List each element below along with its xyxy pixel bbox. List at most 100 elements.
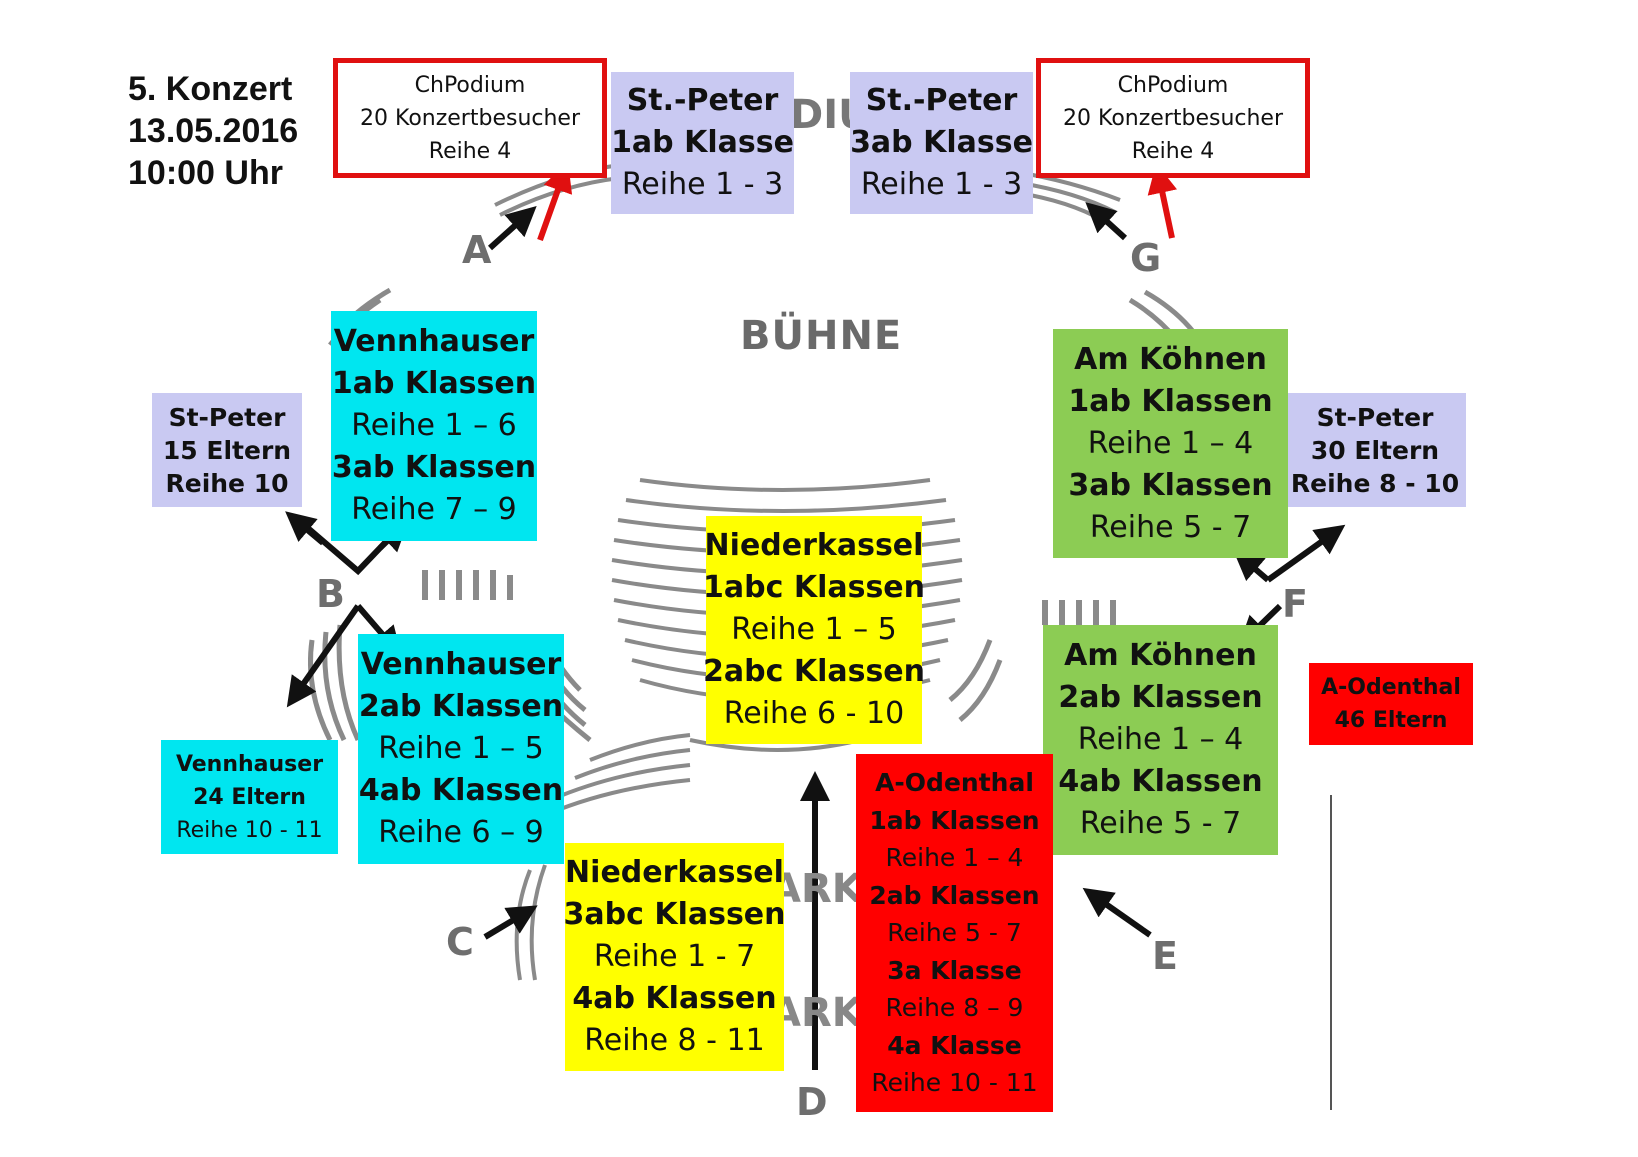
stpeter-3ab-rows: Reihe 1 - 3: [860, 167, 1023, 202]
vennhauser-1ab-class1: 1ab Klassen: [331, 366, 537, 401]
amkoehnen-2ab-class1: 2ab Klassen: [1058, 680, 1263, 715]
aodenthal-klassen-class3: 3a Klasse: [887, 955, 1022, 985]
stpeter-15-eltern-box: St-Peter 15 Eltern Reihe 10: [152, 393, 302, 507]
aodenthal-klassen-rows2: Reihe 5 - 7: [887, 918, 1022, 948]
vennhauser-1ab-box: Vennhauser 1ab Klassen Reihe 1 – 6 3ab K…: [331, 311, 537, 541]
podium-left-line2: 20 Konzertbesucher: [360, 105, 580, 131]
vennhauser-eltern-school: Vennhauser: [175, 751, 324, 777]
amkoehnen-1ab-rows1: Reihe 1 – 4: [1087, 425, 1254, 461]
entrance-label-a: A: [462, 228, 492, 272]
stpeter-30-school: St-Peter: [1316, 402, 1434, 432]
aodenthal-klassen-rows3: Reihe 8 – 9: [885, 993, 1024, 1023]
stpeter-1ab-class: 1ab Klasse: [611, 125, 794, 160]
amkoehnen-2ab-box: Am Köhnen 2ab Klassen Reihe 1 – 4 4ab Kl…: [1043, 625, 1278, 855]
parkett-fragment-lower: ARK: [770, 990, 863, 1036]
stpeter-30-count: 30 Eltern: [1310, 435, 1440, 465]
parkett-fragment-upper: ARK: [770, 866, 863, 912]
vennhauser-eltern-rows: Reihe 10 - 11: [176, 817, 323, 843]
podium-arrows: [537, 161, 1178, 242]
arrow-b-down-left: [286, 604, 361, 708]
aodenthal-klassen-class2: 2ab Klassen: [869, 880, 1040, 910]
stpeter-3ab-school: St.-Peter: [865, 83, 1018, 118]
arrow-red-left: [537, 161, 573, 242]
niederkassel-1abc-class1: 1abc Klassen: [703, 570, 926, 605]
aodenthal-klassen-class4: 4a Klasse: [887, 1030, 1022, 1060]
niederkassel-1abc-rows1: Reihe 1 – 5: [731, 612, 897, 647]
vennhauser-1ab-rows2: Reihe 7 – 9: [351, 492, 517, 527]
podium-left-box: ChPodium 20 Konzertbesucher Reihe 4: [333, 58, 607, 178]
arrow-red-right: [1147, 163, 1178, 239]
entrance-label-d: D: [796, 1080, 828, 1124]
right-block-vertical-bars: [1042, 600, 1116, 625]
stpeter-15-rows: Reihe 10: [165, 468, 289, 498]
podium-left-line1: ChPodium: [414, 72, 526, 98]
concert-time: 10:00 Uhr: [128, 154, 283, 192]
amkoehnen-1ab-rows2: Reihe 5 - 7: [1089, 509, 1252, 545]
concert-date: 13.05.2016: [128, 112, 299, 150]
stpeter-15-count: 15 Eltern: [162, 435, 292, 465]
arrow-f-up-left: [1233, 550, 1270, 583]
entrance-label-f: F: [1282, 582, 1308, 626]
vennhauser-eltern-box: Vennhauser 24 Eltern Reihe 10 - 11: [161, 740, 338, 854]
amkoehnen-2ab-rows1: Reihe 1 – 4: [1077, 722, 1244, 757]
concert-title: 5. Konzert: [128, 70, 293, 108]
stpeter-1ab-rows: Reihe 1 - 3: [621, 167, 784, 202]
left-block-vertical-bars: [422, 570, 513, 600]
niederkassel-3abc-rows2: Reihe 8 - 11: [584, 1023, 765, 1058]
vennhauser-eltern-count: 24 Eltern: [193, 784, 306, 810]
vennhauser-1ab-rows1: Reihe 1 – 6: [351, 408, 517, 443]
aodenthal-klassen-rows1: Reihe 1 – 4: [885, 843, 1024, 873]
aodenthal-eltern-count: 46 Eltern: [1334, 708, 1448, 733]
entrance-label-c: C: [446, 920, 474, 964]
vennhauser-1ab-school: Vennhauser: [333, 324, 535, 359]
stpeter-3ab-box: St.-Peter 3ab Klasse Reihe 1 - 3: [850, 72, 1033, 214]
vennhauser-2ab-rows1: Reihe 1 – 5: [378, 731, 544, 766]
arrow-b-left-head: [285, 511, 325, 546]
podium-right-line2: 20 Konzertbesucher: [1063, 105, 1283, 131]
amkoehnen-1ab-class1: 1ab Klassen: [1068, 383, 1273, 419]
niederkassel-3abc-class2: 4ab Klassen: [572, 981, 777, 1016]
aodenthal-eltern-box: A-Odenthal 46 Eltern: [1309, 663, 1473, 745]
aodenthal-klassen-rows4: Reihe 10 - 11: [871, 1068, 1038, 1098]
niederkassel-3abc-class1: 3abc Klassen: [563, 897, 786, 932]
stage-label: BÜHNE: [740, 313, 903, 359]
stpeter-30-eltern-box: St-Peter 30 Eltern Reihe 8 - 10: [1284, 393, 1466, 507]
arrow-e: [1082, 887, 1152, 938]
stpeter-15-school: St-Peter: [168, 402, 286, 432]
niederkassel-1abc-class2: 2abc Klassen: [703, 654, 926, 689]
vennhauser-1ab-class2: 3ab Klassen: [331, 450, 537, 485]
entrance-label-g: G: [1130, 236, 1162, 280]
podium-right-box: ChPodium 20 Konzertbesucher Reihe 4: [1036, 58, 1310, 178]
podium-right-line1: ChPodium: [1117, 72, 1229, 98]
stpeter-1ab-school: St.-Peter: [626, 83, 779, 118]
stpeter-1ab-box: St.-Peter 1ab Klasse Reihe 1 - 3: [611, 72, 794, 214]
amkoehnen-2ab-school: Am Köhnen: [1064, 638, 1257, 673]
niederkassel-1abc-school: Niederkassel: [704, 528, 924, 563]
arrow-g: [1085, 201, 1128, 241]
vennhauser-2ab-box: Vennhauser 2ab Klassen Reihe 1 – 5 4ab K…: [358, 634, 564, 864]
arrow-c: [483, 905, 538, 940]
amkoehnen-1ab-box: Am Köhnen 1ab Klassen Reihe 1 – 4 3ab Kl…: [1053, 329, 1288, 558]
amkoehnen-1ab-class2: 3ab Klassen: [1068, 467, 1273, 503]
amkoehnen-2ab-rows2: Reihe 5 - 7: [1079, 806, 1242, 841]
niederkassel-1abc-rows2: Reihe 6 - 10: [723, 696, 905, 731]
entrance-arrows: [285, 201, 1346, 1070]
aodenthal-klassen-school: A-Odenthal: [875, 768, 1034, 798]
stpeter-3ab-class: 3ab Klasse: [850, 125, 1033, 160]
vennhauser-2ab-rows2: Reihe 6 – 9: [378, 815, 544, 850]
vennhauser-2ab-class1: 2ab Klassen: [358, 689, 564, 724]
amkoehnen-2ab-class2: 4ab Klassen: [1058, 764, 1263, 799]
concert-header: 5. Konzert 13.05.2016 10:00 Uhr: [128, 68, 298, 194]
arrow-f-up-right: [1266, 524, 1346, 583]
vennhauser-2ab-class2: 4ab Klassen: [358, 773, 564, 808]
niederkassel-1abc-box: Niederkassel 1abc Klassen Reihe 1 – 5 2a…: [703, 516, 926, 744]
arrow-a: [487, 205, 537, 251]
niederkassel-3abc-box: Niederkassel 3abc Klassen Reihe 1 - 7 4a…: [563, 843, 786, 1071]
podium-right-line3: Reihe 4: [1131, 138, 1215, 164]
vennhauser-2ab-school: Vennhauser: [360, 647, 562, 682]
aodenthal-klassen-class1: 1ab Klassen: [869, 805, 1040, 835]
niederkassel-3abc-school: Niederkassel: [565, 855, 784, 890]
aodenthal-klassen-box: A-Odenthal 1ab Klassen Reihe 1 – 4 2ab K…: [856, 754, 1053, 1112]
